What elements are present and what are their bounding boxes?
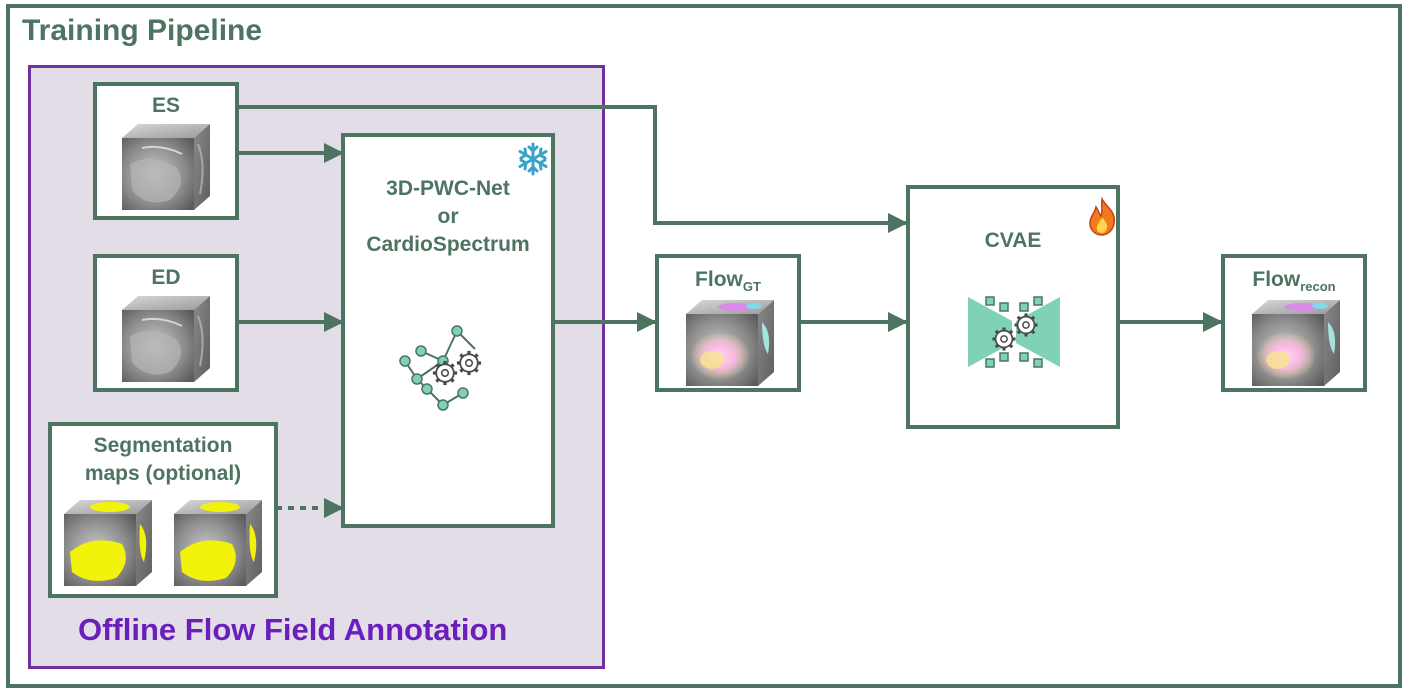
flow-recon-volume-image [1252, 300, 1340, 386]
diagram-title: Training Pipeline [22, 14, 263, 47]
flow-net-line1: 3D-PWC-Net [386, 177, 510, 200]
flow-recon-box: Flowrecon [1221, 254, 1367, 392]
encoder-decoder-gears-icon [968, 296, 1060, 368]
flow-gt-subscript: GT [742, 279, 761, 294]
flow-recon-subscript: recon [1300, 279, 1336, 294]
flow-gt-volume-image [686, 300, 774, 386]
training-pipeline-frame [6, 4, 1402, 688]
flow-recon-label: Flowrecon [1225, 266, 1363, 301]
segmentation-input-box: Segmentation maps (optional) [48, 422, 278, 598]
ed-input-box: ED [93, 254, 239, 392]
network-gears-icon [399, 325, 483, 411]
es-volume-image [122, 124, 211, 211]
ed-label: ED [151, 266, 181, 289]
flow-gt-base: Flow [695, 268, 743, 291]
cvae-label: CVAE [984, 229, 1042, 252]
flow-recon-base: Flow [1252, 268, 1301, 291]
flow-net-line3: CardioSpectrum [366, 233, 530, 256]
arrow-es-to-cvae [238, 105, 908, 233]
es-input-box: ES [93, 82, 239, 220]
flow-gt-label: FlowGT [659, 266, 797, 301]
segmentation-es-image [64, 500, 152, 586]
ed-volume-image [122, 296, 211, 383]
segmentation-ed-image [174, 500, 262, 586]
flow-net-line2: or [437, 205, 459, 228]
segmentation-label-line2: maps (optional) [84, 462, 242, 485]
segmentation-label-line1: Segmentation [93, 434, 233, 457]
offline-annotation-label: Offline Flow Field Annotation [78, 612, 508, 647]
fire-icon [1089, 197, 1115, 236]
es-label: ES [151, 94, 180, 117]
snowflake-icon [518, 142, 548, 176]
cvae-box: CVAE [906, 185, 1120, 429]
flow-estimation-network-box: 3D-PWC-Net or CardioSpectrum [341, 133, 555, 528]
flow-gt-box: FlowGT [655, 254, 801, 392]
